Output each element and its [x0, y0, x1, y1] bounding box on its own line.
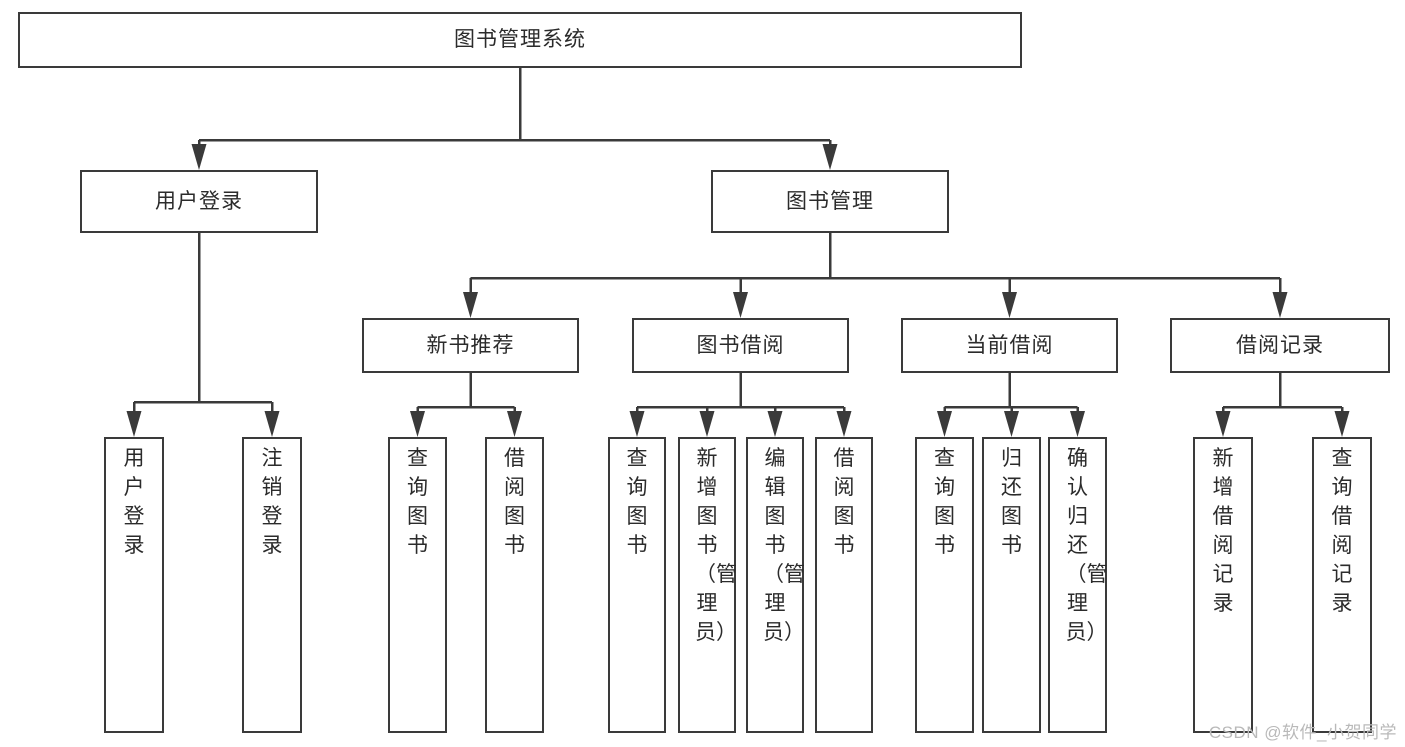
arrowhead-leaf-return-book: [1004, 411, 1019, 437]
node-label-current-borrow: 当前借阅: [965, 333, 1054, 357]
node-label-leaf-query-book-1: 查询图书: [407, 447, 428, 557]
node-new-book-rec[interactable]: 新书推荐: [362, 318, 579, 373]
node-user-login[interactable]: 用户登录: [80, 170, 318, 233]
node-leaf-user-logout[interactable]: 注销登录: [242, 437, 302, 733]
node-leaf-query-book-1[interactable]: 查询图书: [388, 437, 447, 733]
arrowhead-leaf-add-record: [1215, 411, 1231, 437]
node-label-new-book-rec: 新书推荐: [426, 333, 515, 357]
node-leaf-user-login[interactable]: 用户登录: [104, 437, 164, 733]
node-label-leaf-user-logout: 注销登录: [261, 447, 283, 557]
arrowhead-book-borrow: [733, 292, 748, 318]
node-label-leaf-query-record: 查询借阅记录: [1331, 447, 1353, 615]
node-leaf-add-record[interactable]: 新增借阅记录: [1193, 437, 1253, 733]
node-leaf-edit-book[interactable]: 编辑图书（管理员）: [746, 437, 805, 733]
arrowhead-leaf-query-book-1: [410, 411, 425, 437]
node-label-leaf-return-book: 归还图书: [1001, 447, 1022, 557]
node-label-leaf-query-book-3: 查询图书: [934, 447, 955, 557]
arrowhead-leaf-query-book-2: [629, 411, 645, 437]
node-current-borrow[interactable]: 当前借阅: [901, 318, 1118, 373]
arrowhead-new-book-rec: [463, 292, 478, 318]
node-leaf-borrow-book-2[interactable]: 借阅图书: [815, 437, 873, 733]
node-label-leaf-add-record: 新增借阅记录: [1212, 447, 1234, 615]
node-label-leaf-borrow-book-1: 借阅图书: [504, 447, 525, 557]
node-label-leaf-edit-book: 编辑图书（管理员）: [763, 447, 805, 644]
node-label-borrow-record: 借阅记录: [1236, 333, 1324, 357]
node-label-leaf-confirm-ret: 确认归还（管理员）: [1065, 447, 1108, 644]
arrowhead-leaf-borrow-book-2: [836, 411, 852, 437]
arrowhead-current-borrow: [1002, 292, 1017, 318]
arrowhead-borrow-record: [1272, 292, 1288, 318]
node-label-root: 图书管理系统: [454, 28, 586, 52]
node-leaf-confirm-ret[interactable]: 确认归还（管理员）: [1048, 437, 1108, 733]
arrowhead-leaf-query-book-3: [937, 411, 952, 437]
node-label-book-manage: 图书管理: [786, 189, 874, 213]
node-leaf-query-book-3[interactable]: 查询图书: [915, 437, 974, 733]
node-root[interactable]: 图书管理系统: [18, 12, 1022, 68]
node-book-manage[interactable]: 图书管理: [711, 170, 949, 233]
arrowhead-leaf-user-login: [126, 411, 142, 437]
arrowhead-leaf-query-record: [1334, 411, 1350, 437]
node-leaf-return-book[interactable]: 归还图书: [982, 437, 1041, 733]
arrowhead-leaf-add-book: [699, 411, 715, 437]
arrowhead-leaf-confirm-ret: [1070, 411, 1085, 437]
node-leaf-add-book[interactable]: 新增图书（管理员）: [678, 437, 737, 733]
node-leaf-borrow-book-1[interactable]: 借阅图书: [485, 437, 544, 733]
arrowhead-book-manage: [822, 144, 838, 170]
arrowhead-leaf-edit-book: [767, 411, 783, 437]
arrowhead-leaf-user-logout: [264, 411, 280, 437]
arrowhead-user-login: [191, 144, 207, 170]
node-label-leaf-query-book-2: 查询图书: [626, 447, 648, 557]
arrowhead-leaf-borrow-book-1: [507, 411, 522, 437]
node-leaf-query-book-2[interactable]: 查询图书: [608, 437, 666, 733]
node-label-leaf-user-login: 用户登录: [123, 447, 145, 557]
node-leaf-query-record[interactable]: 查询借阅记录: [1312, 437, 1372, 733]
node-label-book-borrow: 图书借阅: [696, 333, 785, 357]
node-borrow-record[interactable]: 借阅记录: [1170, 318, 1390, 373]
node-label-user-login: 用户登录: [155, 189, 243, 213]
node-book-borrow[interactable]: 图书借阅: [632, 318, 849, 373]
node-label-leaf-add-book: 新增图书（管理员）: [695, 447, 737, 644]
node-label-leaf-borrow-book-2: 借阅图书: [833, 447, 855, 557]
